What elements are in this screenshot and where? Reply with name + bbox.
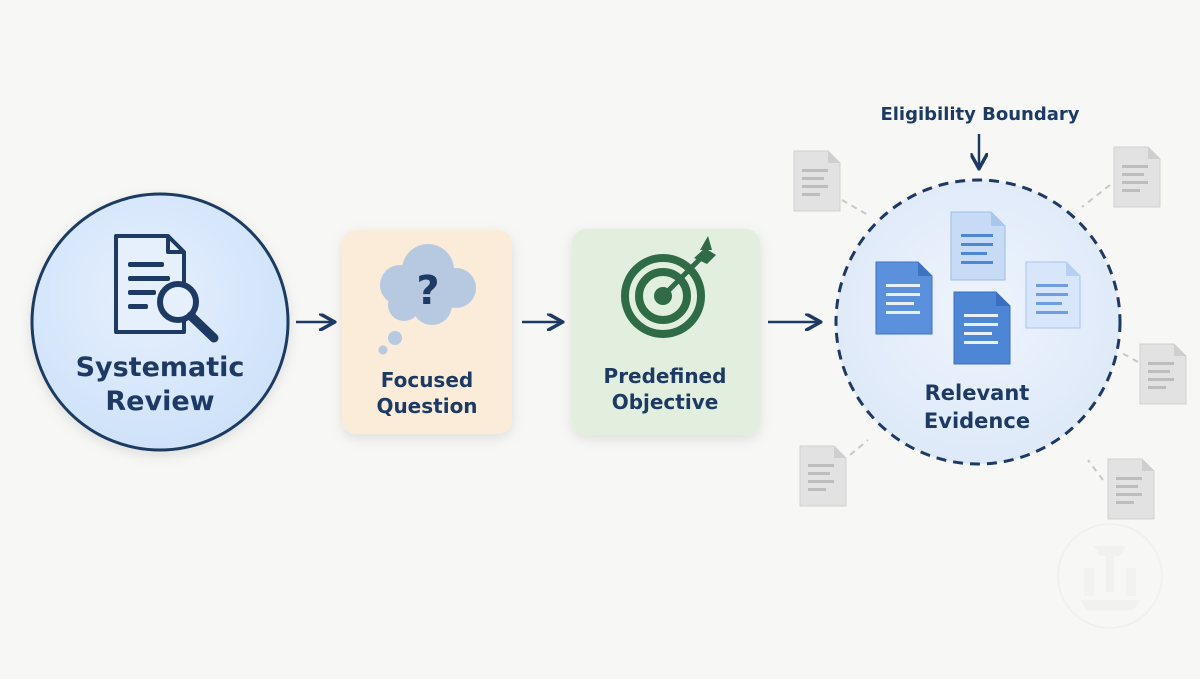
excluded-document-icon — [793, 150, 841, 212]
node-label-line: Relevant — [925, 381, 1030, 405]
node-systematic-review: Systematic Review — [30, 192, 290, 452]
watermark-logo-icon — [1057, 523, 1163, 629]
document-search-icon — [114, 234, 219, 343]
excluded-document-icon — [799, 445, 847, 507]
document-cluster-icon — [875, 211, 1081, 365]
node-label-line: Predefined — [604, 364, 727, 388]
thought-bubble-question-icon: ? — [378, 244, 476, 355]
node-label-line: Review — [105, 386, 214, 417]
svg-text:?: ? — [416, 268, 439, 314]
boundary-label: Eligibility Boundary — [880, 104, 1079, 125]
target-arrow-icon — [621, 236, 716, 338]
excluded-document-icon — [1139, 343, 1187, 405]
node-label-line: Evidence — [924, 409, 1030, 433]
node-relevant-evidence: Relevant Evidence — [834, 178, 1122, 466]
node-focused-question: ? Focused Question — [342, 230, 512, 434]
excluded-document-icon — [1113, 146, 1161, 208]
node-label-line: Focused — [381, 368, 473, 392]
eligibility-boundary-callout: Eligibility Boundary — [880, 104, 1080, 167]
node-label-line: Systematic — [76, 352, 245, 383]
excluded-document-icon — [1107, 458, 1155, 520]
node-label-line: Question — [376, 394, 477, 418]
node-label-line: Objective — [612, 390, 719, 414]
excluded-documents — [793, 146, 1187, 520]
node-predefined-objective: Predefined Objective — [572, 229, 760, 435]
